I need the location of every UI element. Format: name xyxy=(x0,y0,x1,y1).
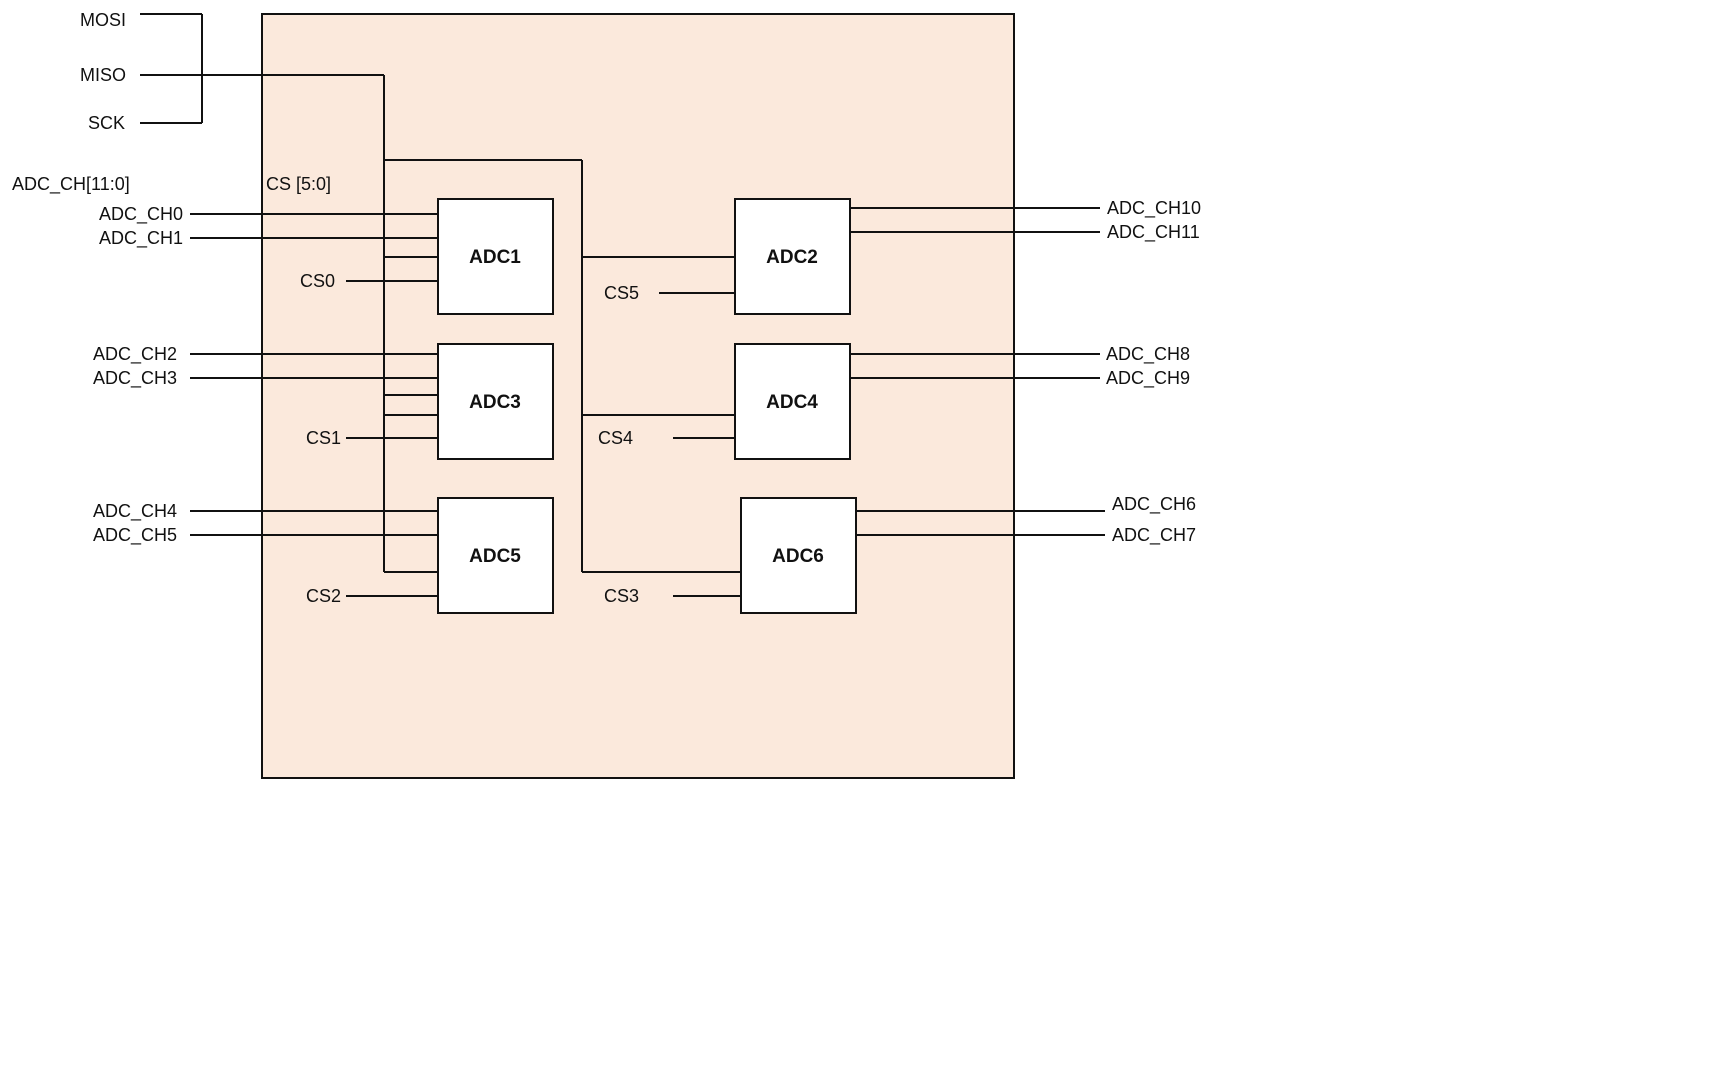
adc2-label: ADC2 xyxy=(766,247,818,268)
cs1-label: CS1 xyxy=(306,428,341,448)
ch6-label: ADC_CH6 xyxy=(1112,494,1196,515)
spi-wires xyxy=(140,13,384,124)
adc6-block xyxy=(740,497,857,614)
adc5-block xyxy=(437,497,554,614)
cs5-label: CS5 xyxy=(604,283,639,303)
adc-blocks xyxy=(437,198,857,614)
adc4-label: ADC4 xyxy=(766,392,818,413)
cs2-label: CS2 xyxy=(306,586,341,606)
ch10-label: ADC_CH10 xyxy=(1107,198,1201,219)
cs0-label: CS0 xyxy=(300,271,335,291)
right-bus-taps xyxy=(582,256,741,573)
ch1-label: ADC_CH1 xyxy=(99,228,183,249)
ch8-label: ADC_CH8 xyxy=(1106,344,1190,365)
ch4-label: ADC_CH4 xyxy=(93,501,177,522)
adc-ch-bus-label: ADC_CH[11:0] xyxy=(12,174,130,195)
adc4-block xyxy=(734,343,851,460)
adc5-label: ADC5 xyxy=(469,546,521,567)
ch0-label: ADC_CH0 xyxy=(99,204,183,225)
right-channel-wires xyxy=(849,207,1105,536)
adc1-label: ADC1 xyxy=(469,247,521,268)
ch9-label: ADC_CH9 xyxy=(1106,368,1190,389)
miso-label: MISO xyxy=(80,65,126,85)
ch11-label: ADC_CH11 xyxy=(1107,222,1200,243)
adc1-block xyxy=(437,198,554,315)
cs-bus-label: CS [5:0] xyxy=(266,174,331,194)
ch5-label: ADC_CH5 xyxy=(93,525,177,546)
ch7-label: ADC_CH7 xyxy=(1112,525,1196,546)
cs3-label: CS3 xyxy=(604,586,639,606)
mosi-label: MOSI xyxy=(80,10,126,30)
adc6-label: ADC6 xyxy=(772,546,824,567)
adc3-label: ADC3 xyxy=(469,392,521,413)
chip-select-wires xyxy=(346,280,741,597)
ch3-label: ADC_CH3 xyxy=(93,368,177,389)
left-channel-wires xyxy=(190,213,438,536)
adc-module-container xyxy=(261,13,1015,779)
cs4-label: CS4 xyxy=(598,428,633,448)
ch2-label: ADC_CH2 xyxy=(93,344,177,365)
adc3-block xyxy=(437,343,554,460)
sck-label: SCK xyxy=(88,113,125,133)
adc2-block xyxy=(734,198,851,315)
